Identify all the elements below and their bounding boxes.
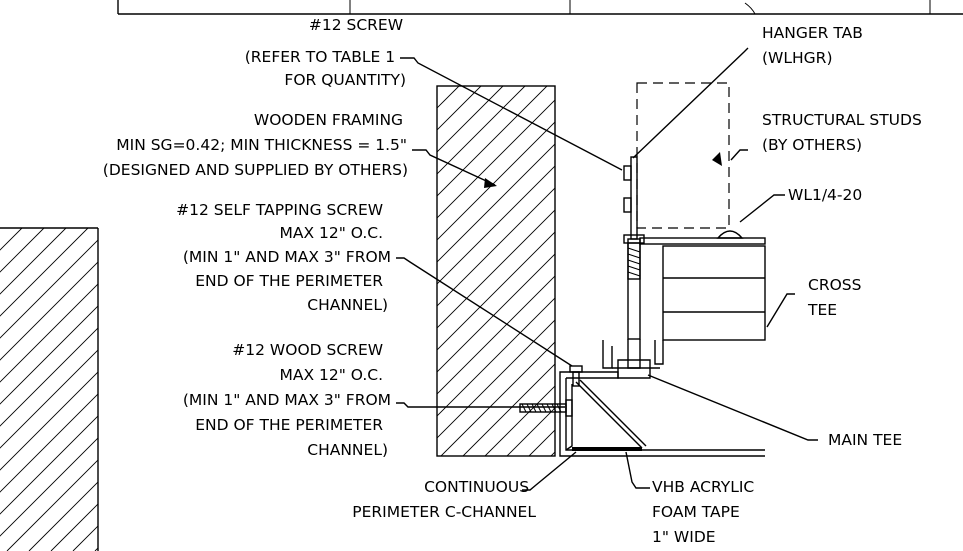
hatch-line: [437, 99, 555, 219]
wood-screw-label: #12 WOOD SCREW MAX 12" O.C. (MIN 1" AND …: [183, 341, 396, 459]
hatch-line: [0, 349, 98, 449]
perimeter-c-channel: [559, 371, 765, 457]
hatch-line: [440, 341, 555, 456]
hatch-line: [881, 86, 963, 456]
cross-tee-label: CROSS TEE: [807, 276, 866, 319]
left-wall-section: [0, 227, 99, 551]
hatch-line: [437, 86, 504, 153]
foam-tape-label: VHB ACRYLIC FOAM TAPE 1" WIDE: [652, 478, 759, 546]
hatch-line: [0, 371, 98, 471]
hatch-line: [437, 187, 555, 307]
hatch-line: [0, 228, 45, 273]
hatch-line: [437, 86, 548, 197]
perimeter-channel-label: CONTINUOUS PERIMETER C-CHANNEL: [352, 478, 536, 521]
wooden-framing-label: WOODEN FRAMING MIN SG=0.42; MIN THICKNES…: [103, 111, 412, 179]
hatch-line: [437, 143, 555, 263]
hatch-line: [903, 86, 963, 456]
hatch-line: [0, 327, 98, 427]
hatch-line: [0, 305, 98, 405]
hatch-line: [28, 481, 98, 551]
hanger-tab: [623, 156, 641, 340]
structural-studs: [636, 82, 730, 229]
hatch-line: [437, 209, 555, 329]
hatch-line: [550, 451, 555, 456]
screw-12-label: #12 SCREW (REFER TO TABLE 1 FOR QUANTITY…: [245, 16, 408, 89]
hatch-line: [0, 228, 89, 317]
hatch-line: [0, 239, 98, 339]
hatch-line: [0, 228, 67, 295]
hatch-line: [0, 261, 98, 361]
leader-lines: [396, 47, 818, 491]
wl-bolt-label: WL1/4-20: [788, 186, 862, 204]
main-tee-label: MAIN TEE: [828, 431, 902, 449]
hatch-line: [0, 437, 98, 537]
hatch-line: [437, 121, 555, 241]
hatch-line: [437, 86, 526, 175]
hatch-line: [437, 319, 555, 439]
hatch-line: [437, 253, 555, 373]
hatch-line: [859, 86, 963, 456]
cross-tee: [639, 237, 766, 341]
hatch-line: [6, 459, 98, 551]
foam-tape: [572, 447, 642, 451]
hatch-line: [484, 385, 555, 456]
hatch-line: [0, 415, 98, 515]
wood-screw: [519, 399, 573, 417]
hatch-line: [437, 297, 555, 417]
self-tapping-screw: [569, 365, 583, 387]
hatch-line: [437, 165, 555, 285]
hanger-tab-label: HANGER TAB (WLHGR): [762, 24, 868, 67]
self-tapping-screw-label: #12 SELF TAPPING SCREW MAX 12" O.C. (MIN…: [176, 201, 396, 314]
top-table-strip: [117, 0, 963, 15]
wooden-framing: [436, 85, 963, 457]
hatch-line: [437, 231, 555, 351]
structural-studs-label: STRUCTURAL STUDS (BY OTHERS): [762, 111, 927, 154]
hatch-line: [462, 363, 555, 456]
